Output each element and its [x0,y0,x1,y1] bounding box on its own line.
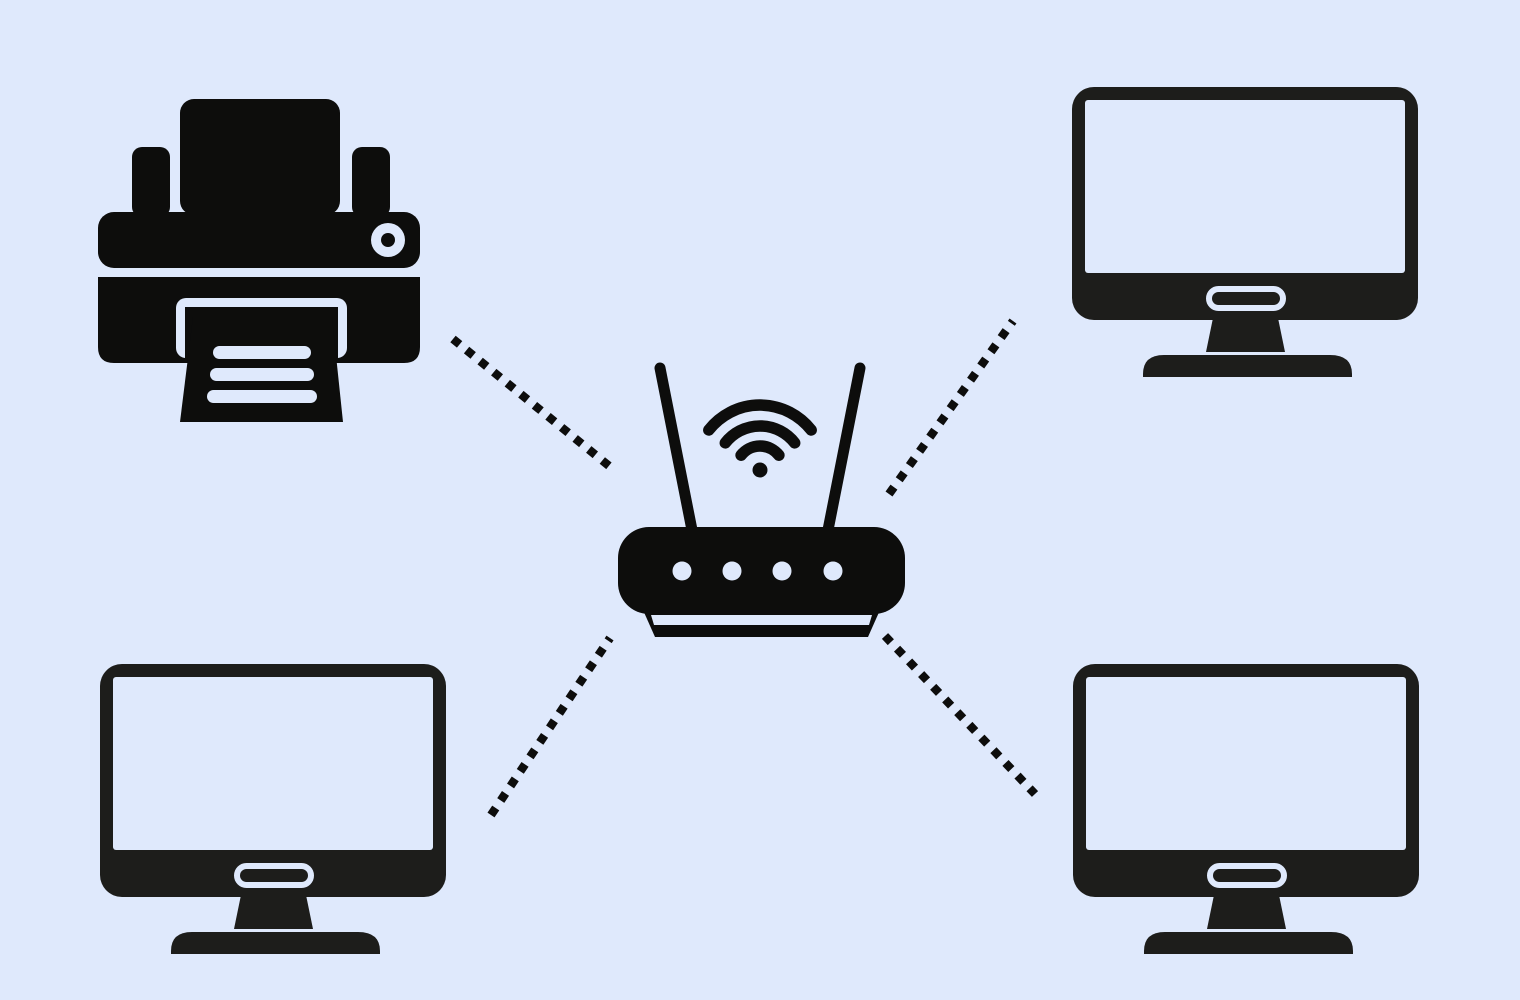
router-led [823,561,843,581]
connection-router-to-computer-top-right [885,318,1017,497]
wifi-arc-outer [703,399,817,436]
printer-icon [98,99,420,422]
printer-power-button-dot [381,233,395,247]
printed-text-line [207,390,317,403]
wifi-signal-icon [703,399,817,478]
printed-text-line [213,346,311,359]
connection-router-to-computer-bottom-right [881,633,1039,797]
wifi-arc-middle [719,420,801,449]
printer-tray-arm-left [132,147,170,217]
router-led [772,561,792,581]
computer-icon-top-right [1072,87,1418,377]
router-base-stripe [651,615,872,625]
wifi-arc-inner [735,440,785,461]
printed-text-line [210,368,314,381]
connections [450,318,1039,818]
router-antenna-left [654,362,698,536]
router-led [672,561,692,581]
router-body [618,527,905,614]
wifi-router-icon [618,362,905,637]
router-led [722,561,742,581]
connection-computer-bottom-left-to-router [487,635,614,818]
printer-tray-arm-right [352,147,390,217]
router-antenna-right [822,362,866,536]
computer-icon-bottom-left [100,664,446,954]
connection-printer-to-router [450,335,617,474]
computer-icon-bottom-right [1073,664,1419,954]
wifi-dot [752,462,768,478]
printer-top-body [98,212,420,268]
printer-paper-tray [180,99,340,215]
router-led-lights [672,561,843,581]
